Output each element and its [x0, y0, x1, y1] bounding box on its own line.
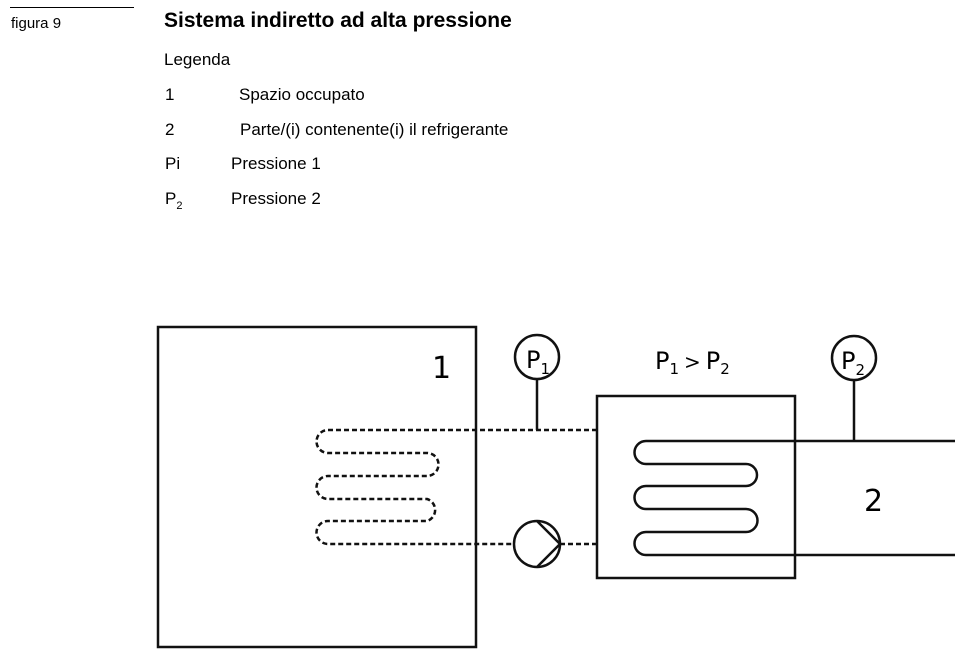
gauge-p2-circle [830, 334, 878, 382]
gauge-p2-letter: P [841, 347, 855, 375]
legend-key-1: 1 [165, 85, 175, 104]
heat-exchanger-box [595, 394, 797, 580]
figure-label: figura 9 [11, 15, 62, 32]
gauge-p1-letter: P [526, 346, 540, 374]
gauge-p1-label: P1 [526, 346, 550, 378]
legend-text-p2: Pressione 2 [231, 189, 321, 208]
legend-key-p2: P2 [165, 189, 182, 212]
pressure-gauge-p2: P2 [830, 334, 878, 441]
refrigerant-part-number: 2 [864, 484, 883, 519]
figure-title: Sistema indiretto ad alta pressione [164, 9, 512, 32]
legend-text-2: Parte/(i) contenente(i) il refrigerante [240, 120, 509, 139]
legend-text-1: Spazio occupato [239, 85, 365, 104]
relation-operator: > [684, 350, 701, 374]
legend-heading: Legenda [164, 50, 231, 69]
relation-left-sub: 1 [669, 360, 679, 378]
secondary-coil [315, 428, 597, 546]
occupied-space-box [156, 325, 478, 649]
header-rule [10, 7, 134, 8]
relation-right: P [706, 347, 720, 375]
legend-key-p2-letter: P [165, 189, 177, 208]
relation-left: P [655, 347, 669, 375]
pressure-gauge-p1: P1 [513, 333, 561, 430]
gauge-p1-sub: 1 [540, 360, 550, 378]
refrigerant-coil [633, 439, 955, 557]
legend-key-p1: Pi [165, 154, 181, 173]
gauge-p1-circle [513, 333, 561, 381]
pump-icon [512, 519, 562, 569]
legend-key-p2-sub: 2 [176, 200, 183, 212]
legend-key-2: 2 [165, 120, 175, 139]
gauge-p2-label: P2 [841, 347, 865, 379]
legend-text-p1: Pressione 1 [231, 154, 321, 173]
gauge-p2-sub: 2 [855, 361, 865, 379]
pressure-relation: P1>P2 [655, 347, 730, 378]
occupied-space-number: 1 [432, 351, 451, 386]
relation-right-sub: 2 [720, 360, 730, 378]
